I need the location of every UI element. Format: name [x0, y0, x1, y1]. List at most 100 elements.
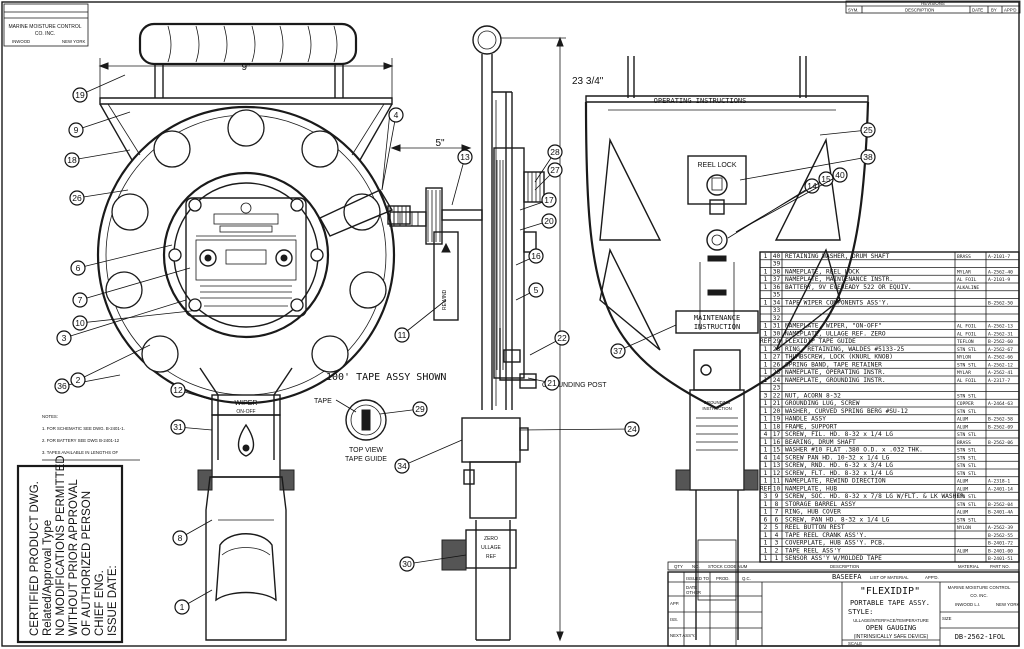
callout-number: 9 [74, 125, 79, 135]
baseefa-label: BASEEFA [832, 573, 862, 581]
callout-number: 12 [173, 385, 183, 395]
bom-cell-mat: STN STL [957, 471, 977, 477]
zero-ullage-line-3: REF [486, 554, 496, 560]
list-of-material-label: LIST OF MATERIAL [870, 575, 909, 580]
bom-cell-no: 28 [773, 346, 781, 353]
callout-balloon: 5 [515, 282, 544, 301]
callout-number: 15 [821, 174, 831, 184]
tape-assy-label: 100' TAPE ASSY SHOWN [326, 372, 446, 383]
tape-guide-circle [345, 399, 387, 441]
tb-company-line-1: MARINE MOISTURE CONTROL [948, 585, 1011, 590]
bom-cell-qty: REF [760, 338, 771, 345]
bom-cell-qty: 1 [764, 299, 768, 306]
grounding-post-label: GROUNDING POST [542, 382, 607, 389]
bom-cell-desc: NAMEPLATE, HUB [785, 485, 837, 492]
callout-balloon: 12 [170, 382, 213, 401]
bom-cell-desc: NUT, ACORN 8-32 [785, 392, 841, 399]
bom-cell-part: A-2401-14 [988, 486, 1013, 492]
bom-cell-qty: 1 [764, 268, 768, 275]
grounding-instruction-line-2: INSTRUCTION [702, 406, 731, 411]
bom-cell-desc: NAMEPLATE, REEL LOCK [785, 268, 860, 275]
bom-cell-desc: NAMEPLATE, ULLAGE REF. ZERO [785, 330, 886, 337]
stamp-line-4: WITHOUT PRIOR APPROVAL [68, 479, 80, 636]
tape-label: TAPE [314, 398, 332, 405]
callout-balloon: 3 [56, 299, 187, 346]
callout-balloons: 1991826673103621231814131128271720165222… [54, 74, 876, 615]
stamp-line-7: ISSUE DATE: [107, 565, 119, 636]
bom-cell-mat: ALUM [957, 417, 968, 423]
bom-cell-part: B-2562-58 [988, 417, 1013, 423]
app-label: APP. [670, 601, 679, 606]
bom-cell-desc: NAMEPLATE, OPERATING INSTR. [785, 369, 886, 376]
bom-cell-qty: 1 [764, 416, 768, 423]
bom-cell-no: 13 [773, 462, 781, 469]
bom-cell-qty: 1 [764, 284, 768, 291]
callout-balloon: 16 [515, 248, 544, 266]
corner-company-stamp: MARINE MOISTURE CONTROL CO. INC. INWOOD … [3, 3, 89, 47]
bom-cell-desc: WASHER, CURVED SPRING BERG #SU-12 [785, 408, 908, 415]
callout-number: 21 [547, 378, 557, 388]
callout-number: 17 [544, 195, 554, 205]
grounding-instruction-line-1: GROUNDING [704, 400, 731, 405]
callout-balloon: 6 [70, 244, 173, 276]
callout-balloon: 37 [610, 324, 677, 359]
bom-cell-qty: 1 [764, 478, 768, 485]
maintenance-line-2: INSTRUCTION [694, 323, 740, 331]
reel-back-outline [584, 101, 870, 410]
hub-cover-ring [162, 171, 330, 339]
callout-balloon: 4 [381, 107, 404, 191]
next-assy-label: NEXT ASS'Y. [670, 633, 695, 638]
bom-cell-desc: NAMEPLATE, GROUNDING INSTR. [785, 377, 886, 384]
bom-cell-qty: 1 [764, 439, 768, 446]
corner-company-line-3: INWOOD [12, 39, 30, 44]
iss-label: ISS. [670, 617, 678, 622]
bom-cell-no: 7 [775, 509, 779, 516]
front-view: 9" [96, 22, 472, 641]
bom-cell-mat: MYLAR [957, 370, 971, 376]
bom-cell-mat: STN STL [957, 502, 977, 508]
callout-number: 38 [863, 152, 873, 162]
bom-cell-no: 25 [773, 369, 781, 376]
corner-company-line-2: CO. INC. [35, 31, 55, 37]
bom-cell-no: 38 [773, 268, 781, 275]
bom-cell-part: A-2562-67 [988, 347, 1013, 353]
bom-cell-qty: 1 [764, 447, 768, 454]
callout-balloon: 36 [54, 374, 121, 394]
bom-cell-mat: STN STL [957, 347, 977, 353]
dim-offset-label: 5" [435, 138, 445, 149]
corner-company-line-1: MARINE MOISTURE CONTROL [8, 24, 81, 30]
bom-cell-part: A-2464-63 [988, 401, 1013, 407]
callout-number: 29 [415, 404, 425, 414]
bom-cell-part: B-2562-60 [988, 339, 1013, 345]
tb-company-line-2: CO. INC. [970, 593, 987, 598]
maintenance-line-1: MAINTENANCE [694, 314, 740, 322]
note-2: 2. FOR BATTERY SEE DWG B-2401-12 [42, 438, 120, 443]
top-view-line-1: TOP VIEW [349, 447, 383, 454]
bom-cell-no: 2 [775, 547, 779, 554]
stamp-line-6: CHIEF ENG. [94, 570, 106, 636]
bom-cell-desc: FRAME, SUPPORT [785, 423, 837, 430]
callout-balloon: 11 [394, 299, 447, 343]
bom-cell-no: 35 [773, 292, 781, 299]
bom-cell-qty: 1 [764, 377, 768, 384]
bom-cell-mat: ALUM [957, 424, 968, 430]
size-label: SIZE [942, 616, 952, 621]
dim-width-label: 9" [241, 62, 251, 73]
bom-cell-qty: 1 [764, 532, 768, 539]
callout-balloon: 26 [69, 189, 129, 206]
bom-cell-part: A-2318-1 [988, 479, 1010, 485]
bom-cell-no: 24 [773, 377, 781, 384]
bom-cell-qty: 4 [764, 431, 768, 438]
callout-number: 25 [863, 125, 873, 135]
drawing-title: "FLEXIDIP" [860, 586, 920, 597]
bom-cell-no: 12 [773, 470, 781, 477]
